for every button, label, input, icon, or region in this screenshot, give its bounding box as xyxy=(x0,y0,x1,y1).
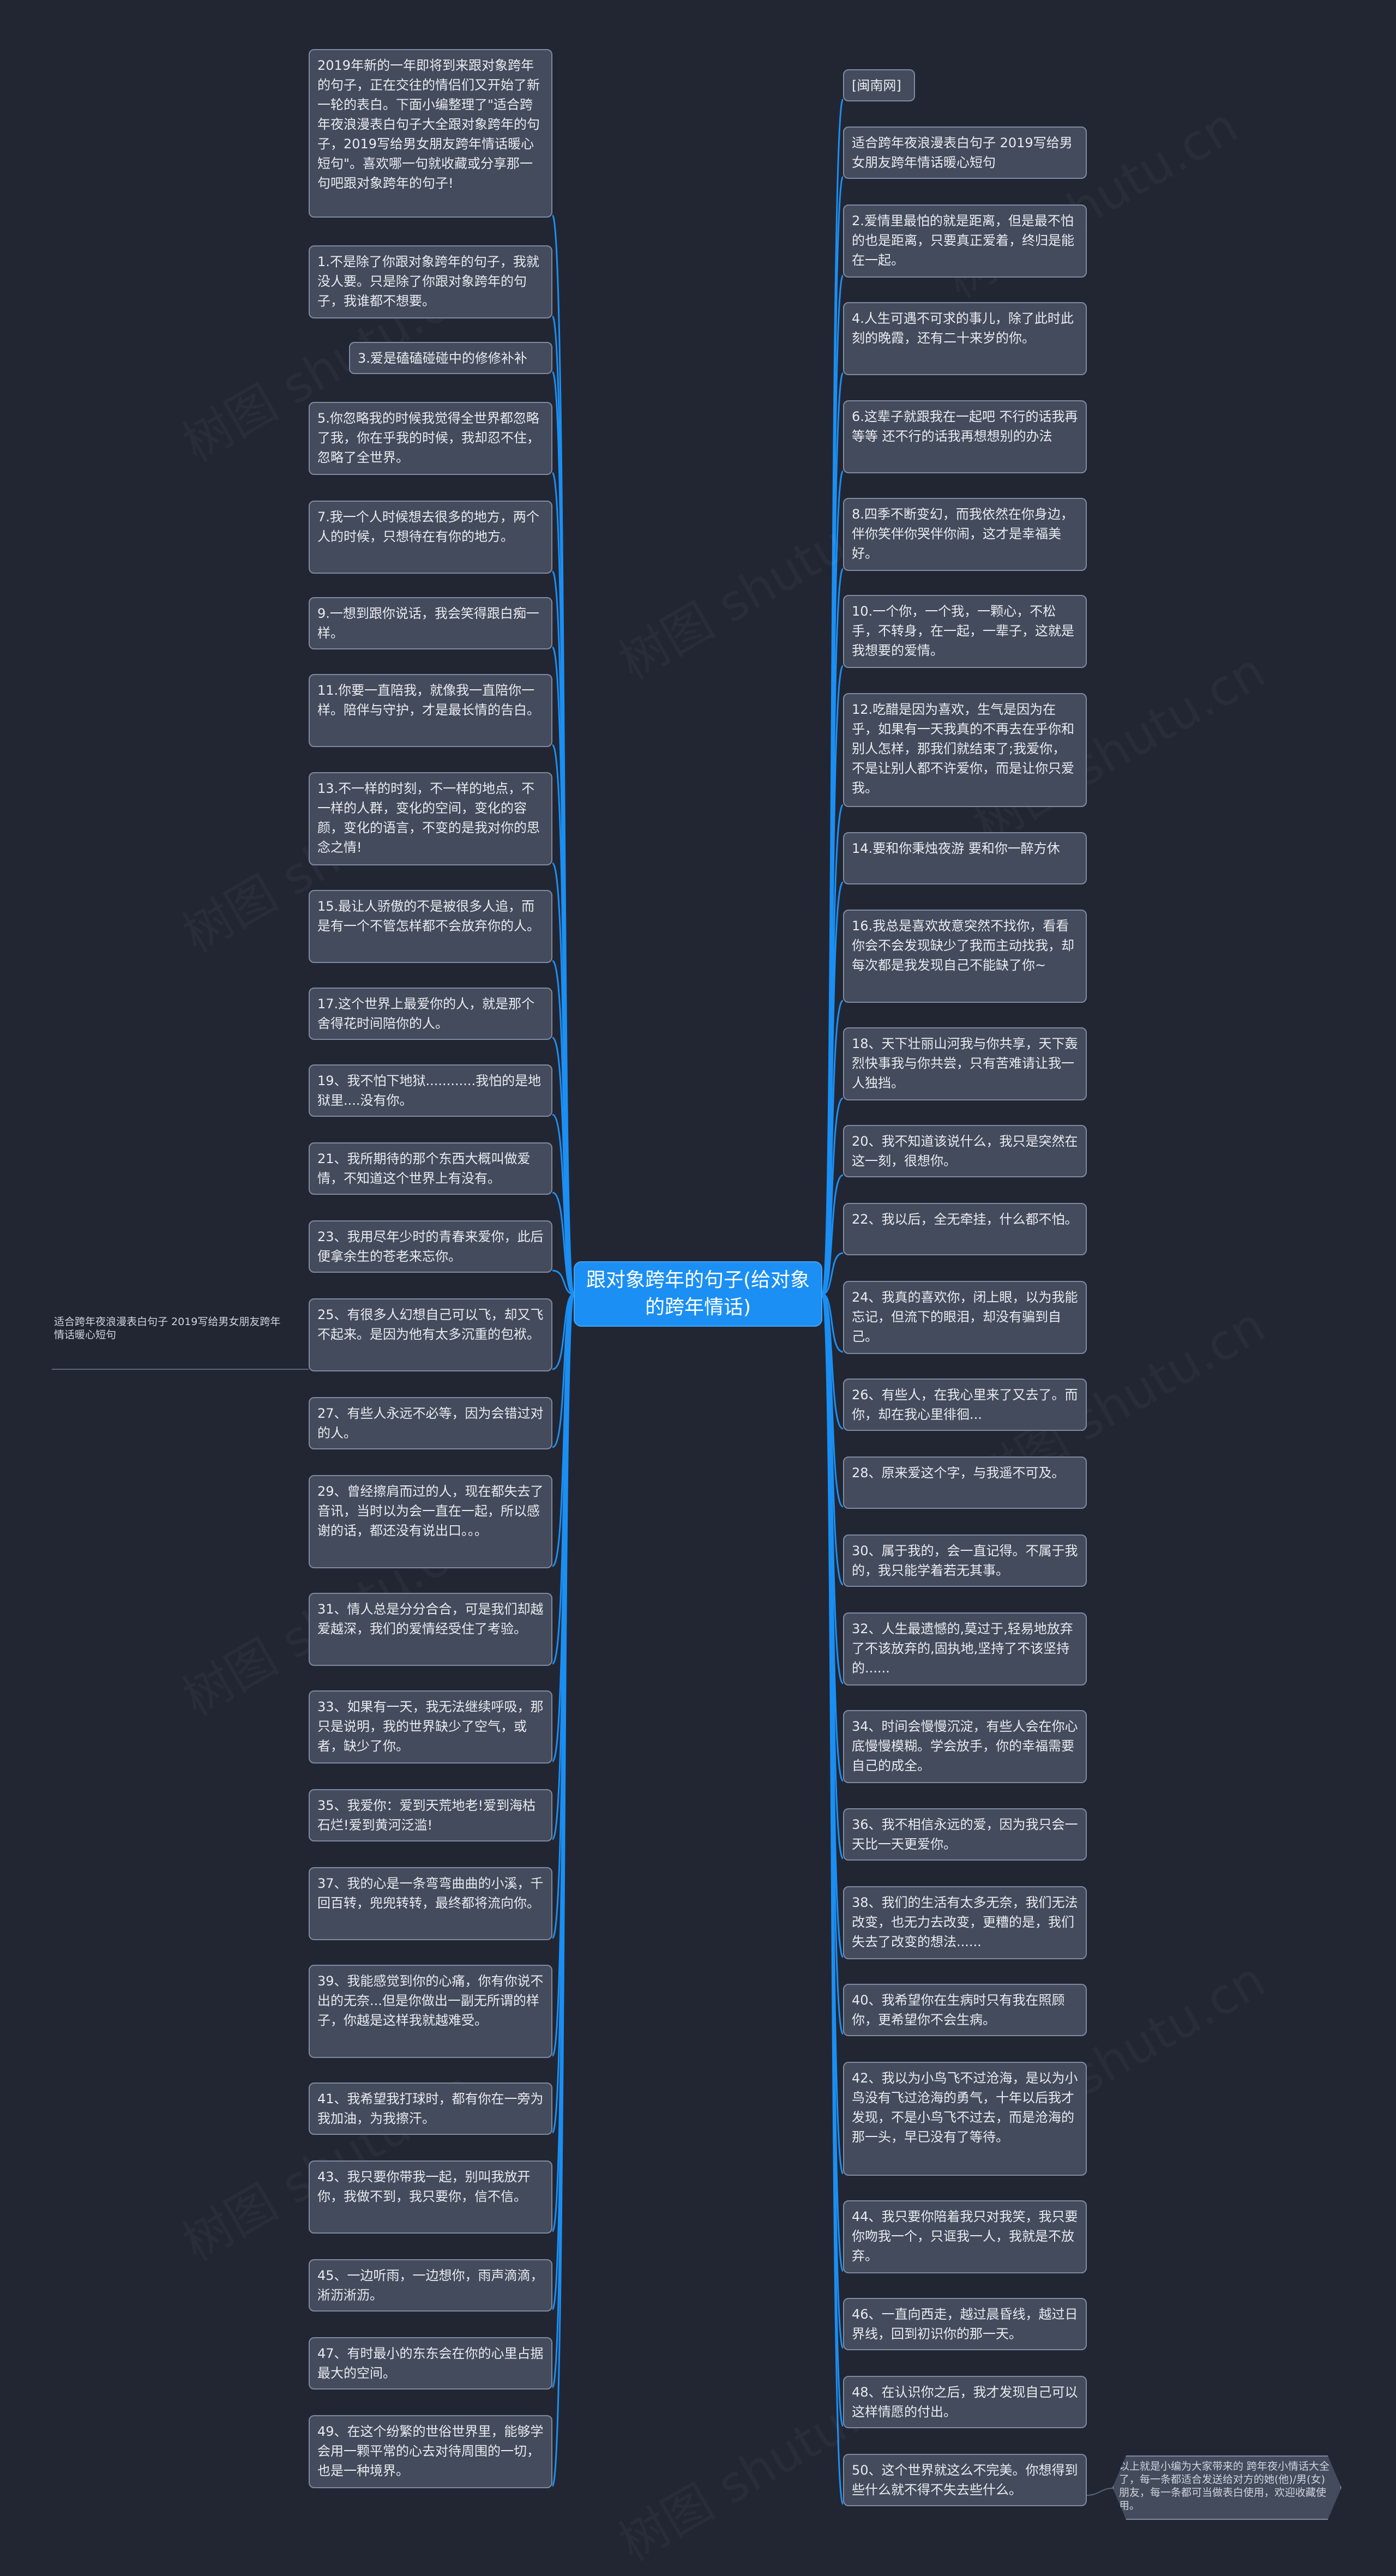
left-topic-node[interactable]: 2019年新的一年即将到来跟对象跨年的句子，正在交往的情侣们又开始了新一轮的表白… xyxy=(309,49,552,218)
left-topic-node[interactable]: 11.你要一直陪我，就像我一直陪你一样。陪伴与守护，才是最长情的告白。 xyxy=(309,674,552,747)
right-topic-node[interactable]: 50、这个世界就这么不完美。你想得到些什么就不得不失去些什么。 xyxy=(843,2454,1087,2506)
right-topic-node[interactable]: 18、天下壮丽山河我与你共享，天下轰烈快事我与你共尝，只有苦难请让我一人独挡。 xyxy=(843,1027,1087,1100)
left-topic-node[interactable]: 21、我所期待的那个东西大概叫做爱情，不知道这个世界上有没有。 xyxy=(309,1142,552,1195)
right-topic-node[interactable]: [闽南网] xyxy=(843,69,915,101)
connector-line xyxy=(552,1269,574,1295)
left-topic-node[interactable]: 17.这个世界上最爱你的人，就是那个舍得花时间陪你的人。 xyxy=(309,988,552,1040)
connector-line xyxy=(552,1114,575,1295)
left-topic-node[interactable]: 37、我的心是一条弯弯曲曲的小溪，千回百转，兜兜转转，最终都将流向你。 xyxy=(309,1867,552,1940)
right-topic-node[interactable]: 20、我不知道该说什么，我只是突然在这一刻，很想你。 xyxy=(843,1125,1087,1177)
left-note[interactable]: 适合跨年夜浪漫表白句子 2019写给男女朋友跨年情话暖心短句 xyxy=(54,1316,281,1341)
left-topic-node[interactable]: 41、我希望我打球时，都有你在一旁为我加油，为我擦汗。 xyxy=(309,2083,552,2135)
right-note[interactable]: 以上就是小编为大家带来的 跨年夜小情话大全了，每一条都适合发送给对方的她(他)/… xyxy=(1112,2455,1341,2520)
right-topic-node[interactable]: 12.吃醋是因为喜欢，生气是因为在乎，如果有一天我真的不再去在乎你和别人怎样，那… xyxy=(843,693,1087,807)
left-topic-node[interactable]: 33、如果有一天，我无法继续呼吸，那只是说明，我的世界缺少了空气，或者，缺少了你… xyxy=(309,1690,552,1764)
connector-line xyxy=(552,1293,574,1370)
central-topic[interactable]: 跟对象跨年的句子(给对象的跨年情话) xyxy=(574,1261,822,1327)
right-topic-node[interactable]: 2.爱情里最怕的就是距离，但是最不怕的也是距离，只要真正爱着，终归是能在一起。 xyxy=(843,204,1087,278)
right-topic-node[interactable]: 46、一直向西走，越过晨昏线，越过日界线，回到初识你的那一天。 xyxy=(843,2298,1087,2350)
left-topic-node[interactable]: 43、我只要你带我一起，别叫我放开你，我做不到，我只要你，信不信。 xyxy=(309,2160,552,2234)
left-topic-node[interactable]: 7.我一个人时候想去很多的地方，两个人的时候，只想待在有你的地方。 xyxy=(309,501,552,574)
right-topic-node[interactable]: 42、我以为小鸟飞不过沧海，是以为小鸟没有飞过沧海的勇气，十年以后我才发现，不是… xyxy=(843,2062,1087,2176)
right-topic-node[interactable]: 40、我希望你在生病时只有我在照顾你，更希望你不会生病。 xyxy=(843,1984,1087,2036)
right-topic-node[interactable]: 34、时间会慢慢沉淀，有些人会在你心底慢慢模糊。学会放手，你的幸福需要自己的成全… xyxy=(843,1710,1087,1783)
connector-line xyxy=(551,1293,575,2487)
right-topic-node[interactable]: 28、原来爱这个字，与我遥不可及。 xyxy=(843,1456,1087,1509)
connector-line xyxy=(821,1097,844,1295)
connector-line xyxy=(821,1293,844,2505)
right-topic-node[interactable]: 36、我不相信永远的爱，因为我只会一天比一天更爱你。 xyxy=(843,1808,1087,1861)
left-topic-node[interactable]: 23、我用尽年少时的青春来爱你，此后便拿余生的苍老来忘你。 xyxy=(309,1220,552,1273)
left-topic-node[interactable]: 39、我能感觉到你的心痛，你有你说不出的无奈...但是你做出一副无所谓的样子，你… xyxy=(309,1965,552,2058)
left-topic-node[interactable]: 9.一想到跟你说话，我会笑得跟白痴一样。 xyxy=(309,597,552,649)
right-topic-node[interactable]: 6.这辈子就跟我在一起吧 不行的话我再等等 还不行的话我再想想别的办法 xyxy=(843,400,1087,473)
left-topic-node[interactable]: 19、我不怕下地狱............我怕的是地狱里....没有你。 xyxy=(309,1064,552,1117)
left-topic-node[interactable]: 45、一边听雨，一边想你，雨声滴滴，淅沥淅沥。 xyxy=(309,2259,552,2312)
left-topic-node[interactable]: 13.不一样的时刻，不一样的地点，不一样的人群，变化的空间，变化的容颜，变化的语… xyxy=(309,772,552,865)
right-topic-node[interactable]: 30、属于我的，会一直记得。不属于我的，我只能学着若无其事。 xyxy=(843,1534,1087,1587)
connector-line xyxy=(552,1191,574,1295)
right-topic-node[interactable]: 适合跨年夜浪漫表白句子 2019写给男女朋友跨年情话暖心短句 xyxy=(843,127,1087,179)
right-topic-node[interactable]: 48、在认识你之后，我才发现自己可以这样情愿的付出。 xyxy=(843,2376,1087,2428)
right-topic-node[interactable]: 26、有些人，在我心里来了又去了。而你，却在我心里徘徊... xyxy=(843,1379,1087,1431)
left-topic-node[interactable]: 29、曾经擦肩而过的人，现在都失去了音讯，当时以为会一直在一起，所以感谢的话，都… xyxy=(309,1475,552,1568)
right-topic-node[interactable]: 8.四季不断变幻，而我依然在你身边，伴你笑伴你哭伴你闹，这才是幸福美好。 xyxy=(843,498,1087,571)
left-topic-node[interactable]: 5.你忽略我的时候我觉得全世界都忽略了我，你在乎我的时候，我却忍不住，忽略了全世… xyxy=(309,402,552,475)
left-topic-node[interactable]: 3.爱是磕磕碰碰中的修修补补 xyxy=(349,342,552,374)
connector-line xyxy=(1086,2488,1113,2496)
right-topic-node[interactable]: 32、人生最遗憾的,莫过于,轻易地放弃了不该放弃的,固执地,坚持了不该坚持的..… xyxy=(843,1612,1087,1686)
left-topic-node[interactable]: 25、有很多人幻想自己可以飞，却又飞不起来。是因为他有太多沉重的包袱。 xyxy=(309,1298,552,1371)
connector-line xyxy=(822,1174,844,1295)
left-topic-node[interactable]: 1.不是除了你跟对象跨年的句子，我就没人要。只是除了你跟对象跨年的句子，我谁都不… xyxy=(309,245,552,318)
right-topic-node[interactable]: 14.要和你秉烛夜游 要和你一醉方休 xyxy=(843,832,1087,884)
left-topic-node[interactable]: 47、有时最小的东东会在你的心里占据最大的空间。 xyxy=(309,2337,552,2390)
left-topic-node[interactable]: 27、有些人永远不必等，因为会错过对的人。 xyxy=(309,1397,552,1449)
right-topic-node[interactable]: 44、我只要你陪着我只对我笑，我只要你吻我一个，只诓我一人，我就是不放弃。 xyxy=(843,2200,1087,2273)
right-topic-node[interactable]: 16.我总是喜欢故意突然不找你，看看你会不会发现缺少了我而主动找我，却每次都是我… xyxy=(843,910,1087,1003)
right-topic-node[interactable]: 38、我们的生活有太多无奈，我们无法改变，也无力去改变，更糟的是，我们失去了改变… xyxy=(843,1886,1087,1959)
left-topic-node[interactable]: 31、情人总是分分合合，可是我们却越爱越深，我们的爱情经受住了考验。 xyxy=(309,1593,552,1666)
right-topic-node[interactable]: 4.人生可遇不可求的事儿，除了此时此刻的晚霞，还有二十来岁的你。 xyxy=(843,302,1087,375)
connector-line xyxy=(822,1252,844,1295)
left-topic-node[interactable]: 35、我爱你：爱到天荒地老!爱到海枯石烂!爱到黄河泛滥! xyxy=(309,1789,552,1841)
right-topic-node[interactable]: 22、我以后，全无牵挂，什么都不怕。 xyxy=(843,1203,1087,1255)
right-topic-node[interactable]: 10.一个你，一个我，一颗心，不松手，不转身，在一起，一辈子，这就是我想要的爱情… xyxy=(843,595,1087,668)
connector-line xyxy=(822,1293,844,1353)
right-topic-node[interactable]: 24、我真的喜欢你，闭上眼，以为我能忘记，但流下的眼泪，却没有骗到自己。 xyxy=(843,1281,1087,1354)
left-topic-node[interactable]: 15.最让人骄傲的不是被很多人追，而是有一个不管怎样都不会放弃你的人。 xyxy=(309,890,552,963)
left-topic-node[interactable]: 49、在这个纷繁的世俗世界里，能够学会用一颗平常的心去对待周围的一切，也是一种境… xyxy=(309,2415,552,2488)
